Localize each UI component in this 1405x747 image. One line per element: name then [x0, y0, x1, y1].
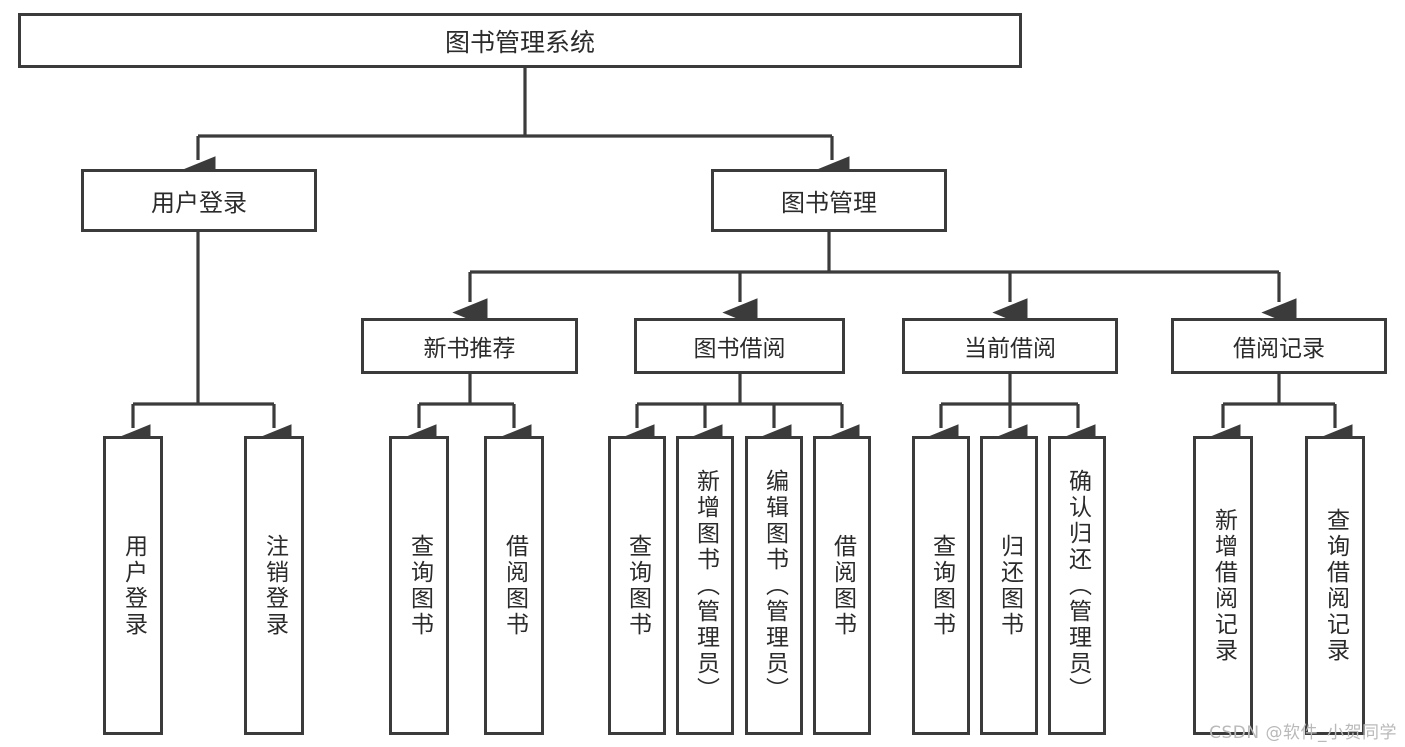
leaf-edit-book-admin[interactable]: 编辑图书（管理员） [745, 436, 803, 735]
leaf-label: 查询图书 [624, 533, 651, 638]
leaf-user-logout[interactable]: 注销登录 [244, 436, 304, 735]
leaf-label: 注销登录 [261, 533, 288, 638]
leaf-borrow-book-recommend[interactable]: 借阅图书 [484, 436, 544, 735]
node-book-borrow[interactable]: 图书借阅 [634, 318, 845, 374]
node-book-management[interactable]: 图书管理 [711, 169, 947, 232]
leaf-label: 查询借阅记录 [1322, 507, 1349, 664]
leaf-query-book-current[interactable]: 查询图书 [912, 436, 970, 735]
leaf-label: 新增图书（管理员） [692, 468, 719, 703]
node-new-book-recommend[interactable]: 新书推荐 [361, 318, 578, 374]
leaf-user-login[interactable]: 用户登录 [103, 436, 163, 735]
leaf-label: 查询图书 [406, 533, 433, 638]
leaf-return-book[interactable]: 归还图书 [980, 436, 1038, 735]
leaf-confirm-return-admin[interactable]: 确认归还（管理员） [1048, 436, 1106, 735]
leaf-label: 用户登录 [120, 533, 147, 638]
leaf-label: 借阅图书 [829, 533, 856, 638]
leaf-label: 确认归还（管理员） [1064, 468, 1091, 703]
leaf-label: 借阅图书 [501, 533, 528, 638]
leaf-query-borrow-record[interactable]: 查询借阅记录 [1305, 436, 1365, 735]
leaf-label: 新增借阅记录 [1210, 507, 1237, 664]
leaf-query-book-recommend[interactable]: 查询图书 [389, 436, 449, 735]
node-borrow-record[interactable]: 借阅记录 [1171, 318, 1387, 374]
node-current-borrow[interactable]: 当前借阅 [902, 318, 1118, 374]
leaf-label: 编辑图书（管理员） [761, 468, 788, 703]
leaf-add-borrow-record[interactable]: 新增借阅记录 [1193, 436, 1253, 735]
leaf-borrow-book[interactable]: 借阅图书 [813, 436, 871, 735]
node-root-system[interactable]: 图书管理系统 [18, 13, 1022, 68]
leaf-add-book-admin[interactable]: 新增图书（管理员） [676, 436, 734, 735]
csdn-watermark: CSDN @软件_小贺同学 [1209, 723, 1397, 743]
leaf-query-book-borrow[interactable]: 查询图书 [608, 436, 666, 735]
leaf-label: 查询图书 [928, 533, 955, 638]
node-user-login[interactable]: 用户登录 [81, 169, 317, 232]
leaf-label: 归还图书 [996, 533, 1023, 638]
